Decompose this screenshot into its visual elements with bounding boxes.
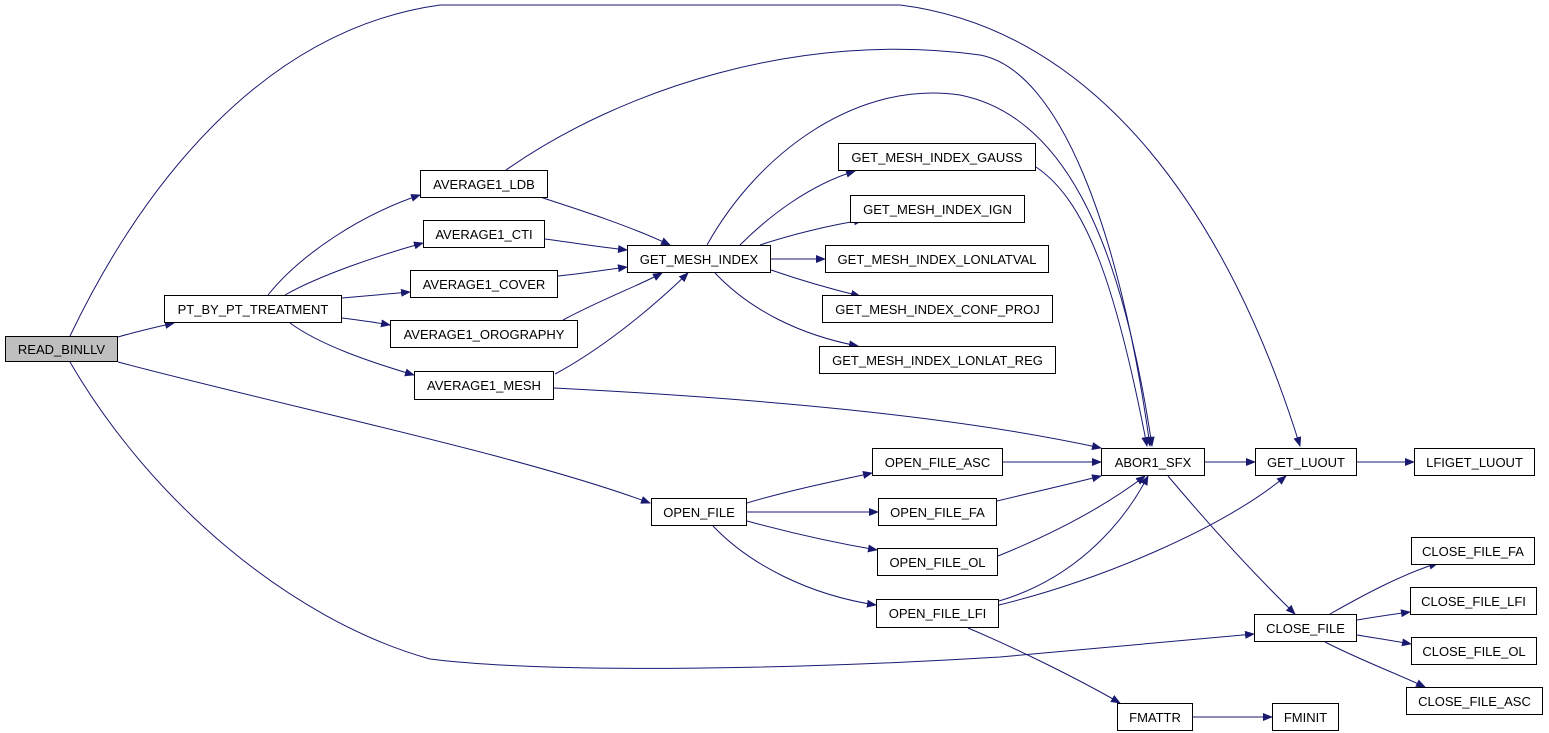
node-fmattr[interactable]: FMATTR (1117, 703, 1193, 731)
node-open-file[interactable]: OPEN_FILE (651, 498, 747, 526)
edge-open-file-lfi-to-abor1-sfx (998, 475, 1149, 602)
node-fminit[interactable]: FMINIT (1272, 703, 1339, 731)
node-open-file-fa[interactable]: OPEN_FILE_FA (878, 498, 997, 526)
node-get-luout[interactable]: GET_LUOUT (1255, 448, 1357, 476)
edge-open-file-to-open-file-lfi (712, 525, 877, 608)
edge-average1-mesh-to-abor1-sfx (553, 387, 1102, 450)
node-get-mesh-index-lonlat-reg[interactable]: GET_MESH_INDEX_LONLAT_REG (819, 346, 1056, 374)
node-close-file-fa[interactable]: CLOSE_FILE_FA (1411, 537, 1535, 565)
edge-close-file-to-close-file-fa (1329, 561, 1439, 615)
edge-average1-ldb-to-abor1-sfx (505, 48, 1153, 447)
edge-close-file-to-close-file-lfi (1356, 609, 1411, 621)
edge-close-file-to-close-file-asc (1324, 641, 1426, 688)
node-open-file-lfi[interactable]: OPEN_FILE_LFI (876, 599, 999, 628)
node-pt-by-pt-treatment[interactable]: PT_BY_PT_TREATMENT (164, 295, 342, 323)
edge-close-file-to-close-file-ol (1356, 634, 1412, 647)
edge-read-binllv-to-close-file (69, 361, 1255, 669)
node-get-mesh-index-conf-proj[interactable]: GET_MESH_INDEX_CONF_PROJ (822, 295, 1053, 323)
edge-read-binllv-to-pt-by-pt-treatment (117, 321, 175, 338)
node-read-binllv: READ_BINLLV (5, 336, 118, 362)
node-close-file-asc[interactable]: CLOSE_FILE_ASC (1406, 687, 1543, 715)
edge-average1-cti-to-get-mesh-index (544, 238, 628, 253)
node-average1-mesh[interactable]: AVERAGE1_MESH (414, 371, 554, 400)
node-abor1-sfx[interactable]: ABOR1_SFX (1101, 448, 1205, 476)
edge-abor1-sfx-to-close-file (1167, 475, 1296, 615)
node-open-file-ol[interactable]: OPEN_FILE_OL (877, 548, 998, 576)
edge-get-mesh-index-to-get-mesh-index-gauss (739, 169, 856, 246)
node-average1-orography[interactable]: AVERAGE1_OROGRAPHY (390, 320, 578, 348)
edge-pt-by-pt-treatment-to-average1-orography (341, 317, 391, 328)
node-get-mesh-index-lonlatval[interactable]: GET_MESH_INDEX_LONLATVAL (825, 245, 1049, 273)
edge-pt-by-pt-treatment-to-average1-cover (341, 288, 411, 299)
edge-get-mesh-index-to-abor1-sfx (706, 92, 1155, 447)
node-average1-cover[interactable]: AVERAGE1_COVER (410, 270, 558, 298)
edge-pt-by-pt-treatment-to-average1-ldb (267, 194, 421, 296)
edge-open-file-fa-to-abor1-sfx (996, 474, 1102, 502)
edge-pt-by-pt-treatment-to-average1-mesh (289, 322, 415, 377)
edge-get-mesh-index-gauss-to-abor1-sfx (1035, 166, 1150, 447)
edge-average1-mesh-to-get-mesh-index (554, 272, 689, 375)
edge-average1-ldb-to-get-mesh-index (539, 196, 671, 246)
edge-average1-orography-to-get-mesh-index (562, 272, 663, 321)
edge-read-binllv-to-open-file (117, 361, 651, 504)
node-get-mesh-index[interactable]: GET_MESH_INDEX (627, 245, 771, 273)
node-get-mesh-index-ign[interactable]: GET_MESH_INDEX_IGN (850, 195, 1025, 223)
edge-get-mesh-index-to-get-mesh-index-ign (759, 217, 864, 246)
edge-get-mesh-index-to-get-mesh-index-lonlat-reg (714, 272, 859, 349)
node-get-mesh-index-gauss[interactable]: GET_MESH_INDEX_GAUSS (838, 143, 1036, 171)
edge-open-file-lfi-to-get-luout (998, 475, 1287, 606)
edge-open-file-to-open-file-asc (746, 471, 873, 504)
edge-average1-cover-to-get-mesh-index (557, 264, 628, 277)
edge-open-file-to-open-file-ol (746, 520, 878, 553)
edge-open-file-ol-to-abor1-sfx (997, 475, 1146, 557)
node-close-file[interactable]: CLOSE_FILE (1254, 614, 1357, 642)
node-close-file-lfi[interactable]: CLOSE_FILE_LFI (1410, 587, 1537, 615)
edge-open-file-lfi-to-fmattr (967, 627, 1121, 704)
edge-get-mesh-index-to-get-mesh-index-conf-proj (770, 269, 861, 298)
node-average1-ldb[interactable]: AVERAGE1_LDB (420, 170, 548, 198)
edge-read-binllv-to-get-luout (69, 4, 1302, 447)
node-close-file-ol[interactable]: CLOSE_FILE_OL (1411, 637, 1537, 665)
edge-pt-by-pt-treatment-to-average1-cti (284, 241, 424, 296)
node-average1-cti[interactable]: AVERAGE1_CTI (423, 220, 545, 248)
node-open-file-asc[interactable]: OPEN_FILE_ASC (872, 448, 1003, 476)
node-lfiget-luout[interactable]: LFIGET_LUOUT (1414, 448, 1535, 476)
